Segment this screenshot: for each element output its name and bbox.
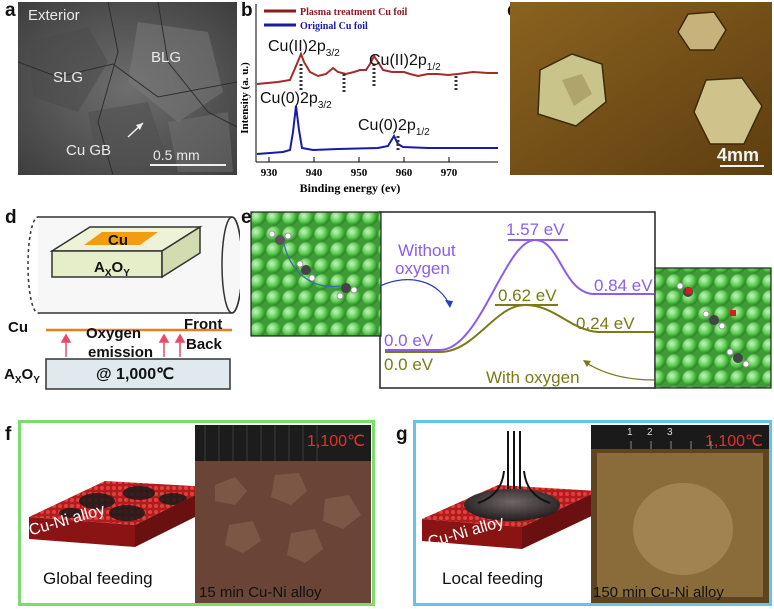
energy-a-start: 0.0 eV	[384, 331, 434, 350]
peak-cu0-p32: Cu(0)2p3/2	[260, 90, 332, 111]
panel-f: Cu-Ni alloy Global feeding 1,100℃ 15 min…	[18, 420, 375, 606]
arrow-with	[584, 361, 655, 381]
f-temp-label: 1,100℃	[306, 433, 365, 450]
panel-a: Exterior SLG BLG Cu GB 0.5 mm	[18, 2, 237, 175]
slg-label: SLG	[53, 69, 84, 86]
panel-b-chart: Plasma treatment Cu foil Original Cu foi…	[239, 4, 498, 195]
panel-d-diagram: Cu AXOY Cu Oxygen emission Front Back @ …	[4, 216, 240, 390]
scale-label: 0.5 mm	[153, 147, 200, 163]
ruler-2: 2	[647, 427, 653, 438]
energy-a-end: 0.84 eV	[594, 276, 653, 295]
energy-b-end: 0.24 eV	[576, 314, 635, 333]
left-surface	[250, 211, 382, 337]
peak-cu0-p12: Cu(0)2p1/2	[358, 117, 430, 138]
y-axis-label: Intensity (a. u.)	[239, 62, 251, 134]
x-tick-940: 940	[306, 167, 323, 179]
f-photo: 1,100℃ 15 min Cu-Ni alloy	[195, 425, 371, 603]
with-oxygen-label: With oxygen	[486, 368, 580, 387]
without-label-2: oxygen	[395, 259, 450, 278]
x-axis-label: Binding energy (ev)	[300, 181, 401, 195]
plasma-spectrum	[256, 51, 498, 85]
panel-c: 4mm	[510, 2, 772, 175]
x-tick-960: 960	[396, 167, 413, 179]
emission-arrows	[60, 333, 186, 357]
panel-letter-e: e	[241, 207, 252, 228]
cu-foil	[84, 232, 158, 245]
g-photo-label: 150 min Cu-Ni alloy	[593, 584, 724, 601]
hex-flake-right	[693, 77, 763, 145]
energy-frame	[379, 211, 656, 389]
panel-e-diagram: Without oxygen 1.57 eV 0.84 eV 0.0 eV 0.…	[250, 211, 772, 389]
right-molecules	[676, 282, 750, 368]
f-feeding-label: Global feeding	[43, 569, 153, 588]
energy-b-start: 0.0 eV	[384, 355, 434, 374]
axoy-base-label: AXOY	[4, 366, 40, 386]
ruler-1: 1	[627, 427, 633, 438]
g-alloy-block	[422, 431, 598, 549]
hex-flake-small	[677, 11, 727, 51]
peak-cu2-p32: Cu(II)2p3/2	[268, 38, 340, 59]
energy-b-peak: 0.62 eV	[498, 286, 557, 305]
panel-letter-g: g	[396, 424, 408, 445]
x-tick-970: 970	[441, 167, 458, 179]
left-molecules	[268, 230, 358, 300]
front-label: Front	[184, 316, 222, 333]
f-alloy-block	[29, 481, 211, 547]
ruler-3: 3	[667, 427, 673, 438]
cu-line-label: Cu	[8, 319, 28, 336]
cu-gb-label: Cu GB	[66, 142, 112, 159]
emission-label: emission	[88, 344, 153, 361]
g-temp-label: 1,100℃	[704, 433, 763, 450]
x-tick-930: 930	[261, 167, 278, 179]
x-tick-950: 950	[351, 167, 368, 179]
optical-image	[510, 2, 772, 175]
g-photo: 1 2 3 1,100℃ 150 min Cu-Ni alloy	[591, 425, 769, 603]
exterior-label: Exterior	[28, 7, 80, 24]
panel-g: Cu-Ni alloy Local feeding 1 2 3 1,100℃ 1…	[413, 420, 772, 606]
temp-label: @ 1,000℃	[96, 366, 174, 383]
sem-image	[18, 2, 237, 175]
feeding-dome	[464, 489, 560, 521]
legend-plasma: Plasma treatment Cu foil	[300, 7, 408, 18]
axoy-box-label: AXOY	[94, 259, 130, 279]
back-label: Back	[186, 336, 223, 353]
original-spectrum	[256, 105, 498, 155]
cu-box-label: Cu	[108, 232, 128, 249]
c-scale-label: 4mm	[717, 145, 760, 165]
arrow-without	[379, 279, 451, 307]
panel-letter-a: a	[5, 0, 16, 21]
f-photo-label: 15 min Cu-Ni alloy	[199, 584, 322, 601]
right-surface	[654, 267, 772, 389]
peak-cu2-p12: Cu(II)2p1/2	[369, 52, 441, 73]
panel-letter-d: d	[5, 207, 17, 228]
energy-a-peak: 1.57 eV	[506, 220, 565, 239]
panel-letter-f: f	[5, 424, 12, 445]
panel-letter-b: b	[241, 0, 253, 21]
feeding-nozzle	[477, 431, 551, 504]
oxygen-label: Oxygen	[86, 325, 141, 342]
axoy-base	[45, 358, 231, 390]
blg-label: BLG	[151, 49, 182, 66]
g-feeding-label: Local feeding	[442, 569, 544, 588]
without-label-1: Without	[398, 241, 456, 260]
legend-original: Original Cu foil	[300, 21, 368, 32]
